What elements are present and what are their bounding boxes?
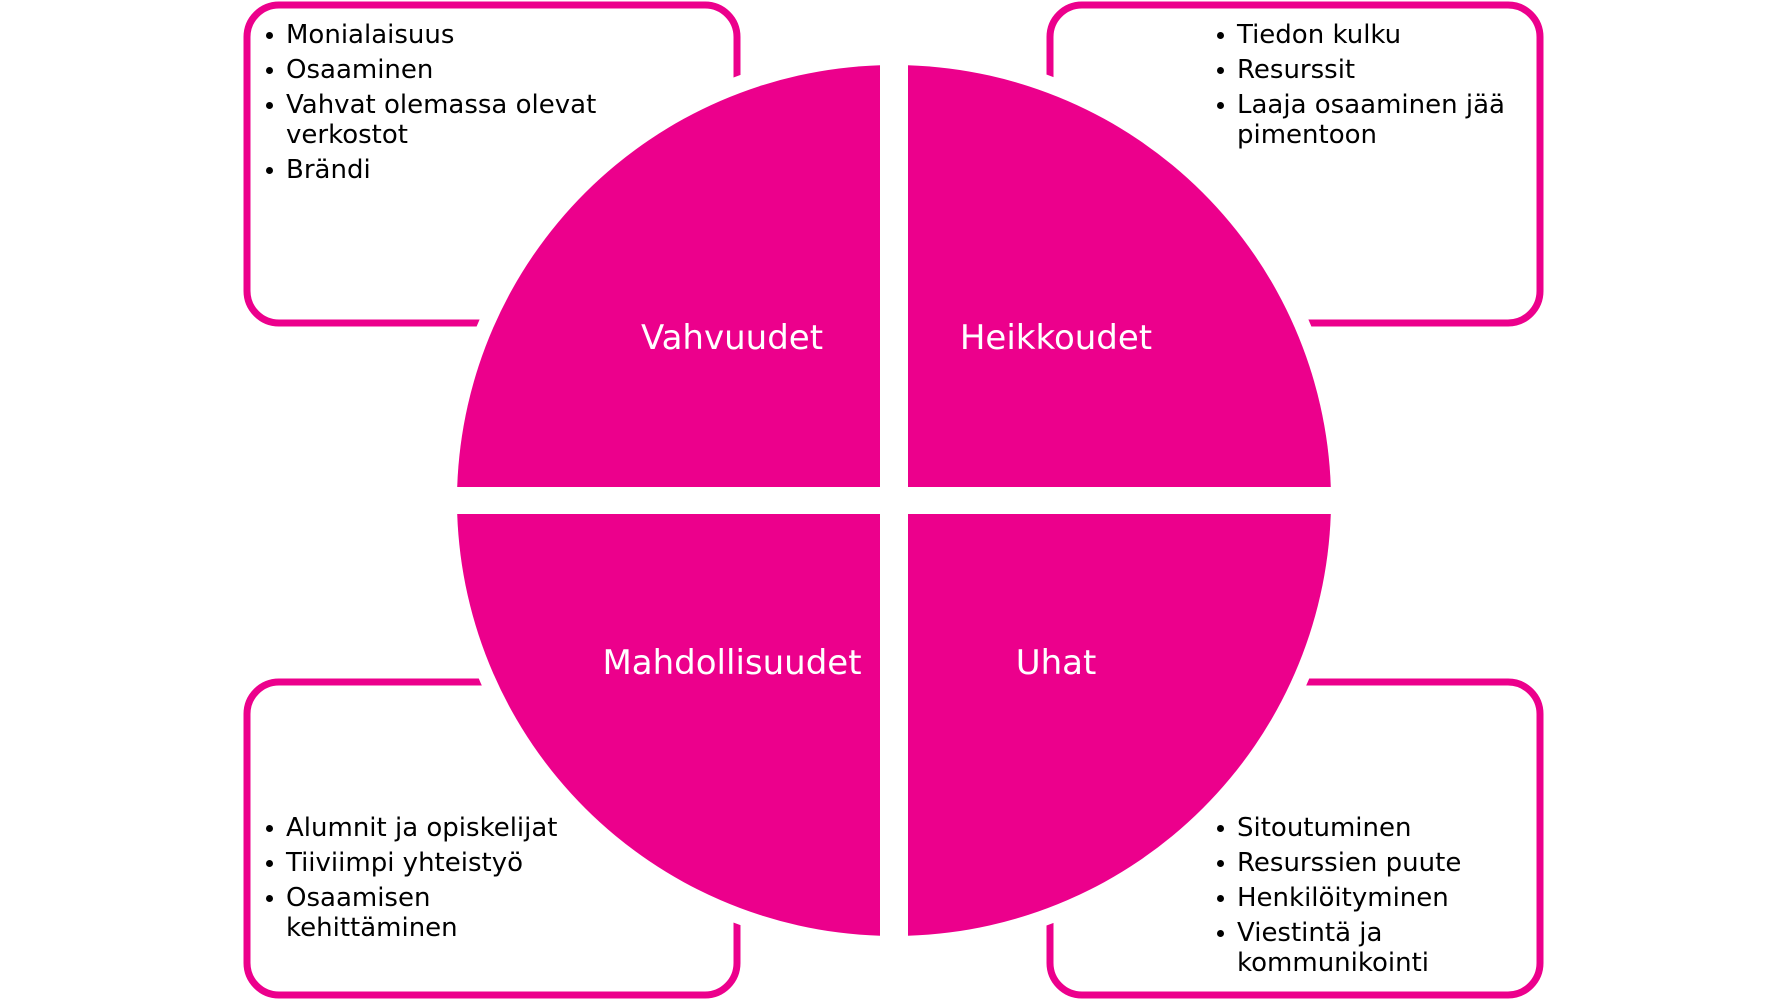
list-item: Resurssit: [1215, 55, 1515, 85]
strengths-label: Vahvuudet: [640, 318, 824, 358]
list-item: Tiiviimpi yhteistyö: [264, 848, 564, 878]
threats-label: Uhat: [1015, 643, 1097, 683]
weaknesses-label: Heikkoudet: [959, 318, 1153, 358]
list-item: Alumnit ja opiskelijat: [264, 813, 564, 843]
list-item: Viestintä ja kommunikointi: [1215, 918, 1515, 978]
strengths-list: Monialaisuus Osaaminen Vahvat olemassa o…: [264, 20, 604, 190]
opportunities-label: Mahdollisuudet: [602, 643, 862, 683]
list-item: Tiedon kulku: [1215, 20, 1515, 50]
list-item: Sitoutuminen: [1215, 813, 1515, 843]
threats-list: Sitoutuminen Resurssien puute Henkilöity…: [1215, 813, 1515, 983]
list-item: Osaamisen kehittäminen: [264, 883, 564, 943]
opportunities-quadrant: [457, 514, 880, 936]
opportunities-list: Alumnit ja opiskelijat Tiiviimpi yhteist…: [264, 813, 564, 948]
strengths-quadrant: [457, 65, 880, 487]
list-item: Osaaminen: [264, 55, 604, 85]
list-item: Henkilöityminen: [1215, 883, 1515, 913]
list-item: Laaja osaaminen jää pimentoon: [1215, 90, 1515, 150]
list-item: Vahvat olemassa olevat verkostot: [264, 90, 604, 150]
list-item: Resurssien puute: [1215, 848, 1515, 878]
weaknesses-list: Tiedon kulku Resurssit Laaja osaaminen j…: [1215, 20, 1515, 155]
list-item: Monialaisuus: [264, 20, 604, 50]
list-item: Brändi: [264, 155, 604, 185]
threats-quadrant: [908, 514, 1331, 936]
weaknesses-quadrant: [908, 65, 1331, 487]
